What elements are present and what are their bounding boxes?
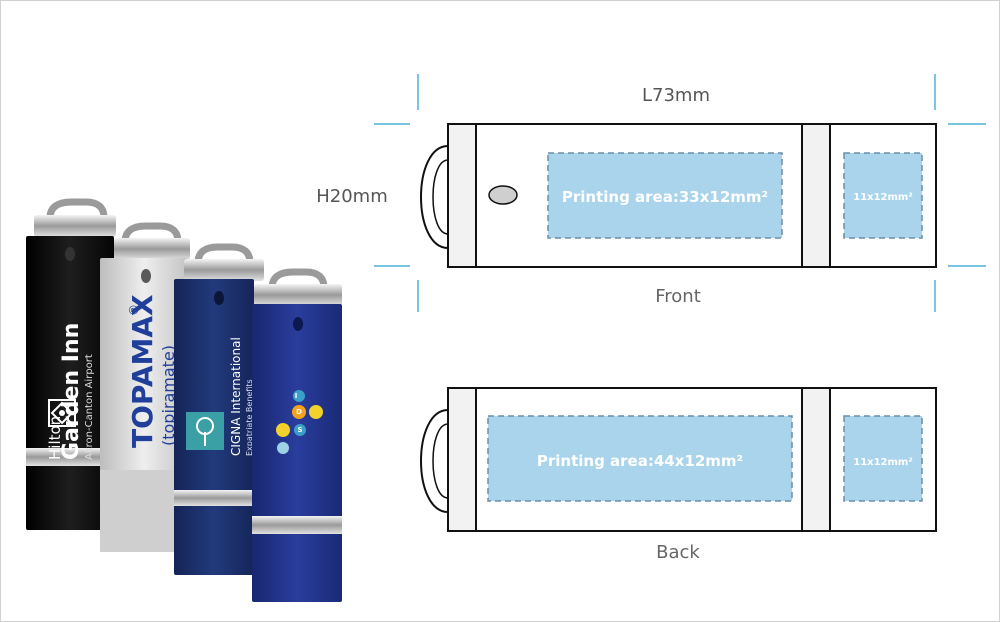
chrome-band [252,516,342,534]
drive-top-cap [184,259,264,281]
keyring-loop-outline [420,409,449,513]
print-area-cap [843,152,923,239]
led-indicator [65,247,75,261]
back-view-diagram: Printing area:44x12mm² 11x12mm² [420,387,937,532]
drive-top-cap [34,215,116,237]
height-label: H20mm [316,186,388,207]
drive-top-cap [114,238,190,260]
dimension-guides [374,74,986,312]
back-label: Back [656,542,700,563]
drive-top-cap [254,284,342,306]
led-indicator [141,269,151,283]
usb-drive-navy: CIGNA International Expatriate Benefits [174,243,264,575]
topamax-sub: (topiramate) [159,345,178,446]
usb-drive-silver: TOPAMAX ® (topiramate) [100,222,190,552]
keyring-loop-outline [420,145,449,249]
length-label: L73mm [642,85,710,106]
cigna-line2: Expatriate Benefits [245,379,254,456]
front-label: Front [655,286,701,307]
ids-letter-d: D [296,408,302,416]
print-area-main [487,415,793,502]
print-area-main [547,152,783,239]
ids-letter-s: S [297,426,302,434]
topamax-registered: ® [127,304,141,316]
front-view-diagram: Printing area:33x12mm² 11x12mm² [420,123,937,268]
print-area-cap-label: 11x12mm² [853,457,913,468]
led-indicator [293,317,303,331]
cigna-tree-icon [186,412,224,450]
keyring-loop-inner [432,423,449,499]
hilton-line2: Garden Inn [59,323,84,460]
drive-body [252,304,342,602]
cap-joint-segment [801,387,831,532]
keyring-loop [194,243,254,264]
topamax-name: TOPAMAX [126,294,159,448]
led-indicator [214,291,224,305]
keyring-loop [46,198,108,219]
chrome-band [174,490,254,506]
print-area-main-label: Printing area:33x12mm² [562,188,768,206]
usb-drive-black: Hilton Garden Inn Akron-Canton Airport [26,198,116,530]
cigna-line1: CIGNA International [229,337,243,456]
print-area-cap [843,415,923,502]
usb-photo-group: Hilton Garden Inn Akron-Canton Airport T… [26,198,342,602]
ids-letter-i: I [295,392,298,400]
chrome-band [26,448,114,466]
led-indicator [488,185,518,205]
end-cap-segment [447,123,477,268]
keyring-loop-inner [432,159,449,235]
end-cap-segment [447,387,477,532]
cap-joint-segment [801,123,831,268]
hilton-logo-icon [48,399,76,427]
print-area-cap-label: 11x12mm² [853,192,913,203]
hilton-line3: Akron-Canton Airport [84,354,95,460]
ids-dots-logo-icon [276,390,323,454]
keyring-loop [121,222,182,243]
drive-lower-section [100,470,188,552]
print-area-main-label: Printing area:44x12mm² [537,452,743,470]
keyring-loop [268,268,328,289]
usb-drive-blue: I D S [252,268,342,602]
